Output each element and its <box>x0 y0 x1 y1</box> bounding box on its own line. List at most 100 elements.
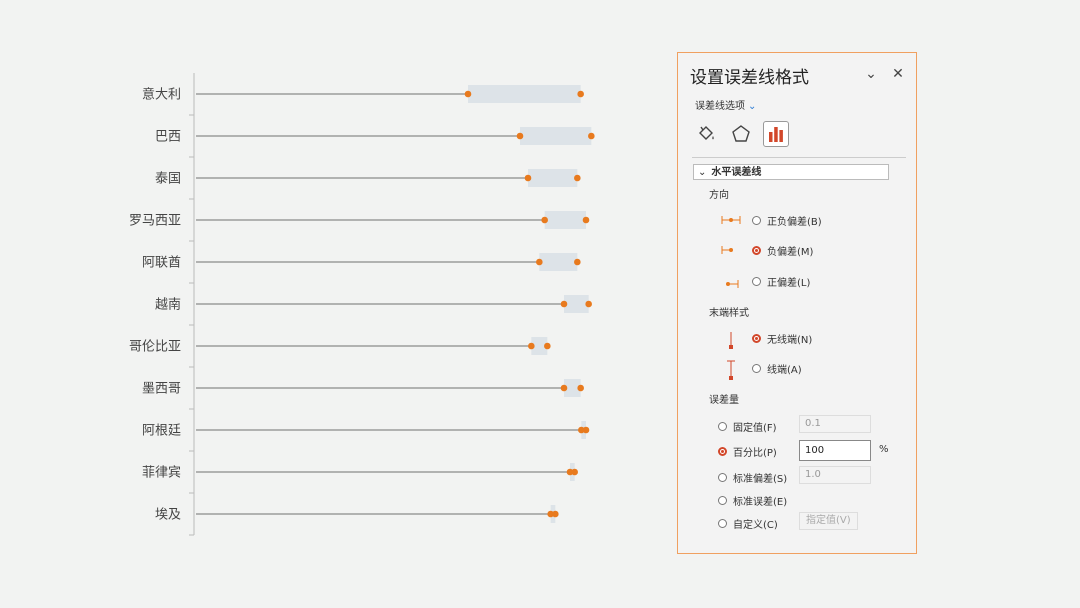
direction-minus-radio[interactable]: 负偏差(M) <box>752 243 813 258</box>
error-band <box>544 211 586 229</box>
standard-deviation-label: 标准偏差(S) <box>733 474 788 485</box>
radio-circle <box>752 216 761 225</box>
options-label: 误差线选项 <box>695 101 745 112</box>
error-band <box>531 337 548 355</box>
radio-circle <box>718 519 727 528</box>
direction-plus-label: 正偏差(L) <box>767 278 811 289</box>
category-label: 哥伦比亚 <box>129 340 181 355</box>
direction-both-radio[interactable]: 正负偏差(B) <box>752 213 822 228</box>
pane-title: 设置误差线格式 <box>690 68 809 88</box>
category-label: 巴西 <box>155 130 181 145</box>
radio-circle <box>752 277 761 286</box>
data-point-series-2 <box>544 342 551 350</box>
data-point-series-1 <box>541 216 548 224</box>
category-label: 埃及 <box>155 508 181 523</box>
bar-chart-icon <box>769 127 783 142</box>
radio-circle <box>752 364 761 373</box>
chevron-down-icon[interactable]: ⌄ <box>865 66 877 82</box>
data-point-series-2 <box>582 216 590 224</box>
radio-circle <box>718 422 727 431</box>
error-band <box>564 295 589 313</box>
chevron-down-icon: ⌄ <box>748 101 757 112</box>
standard-error-radio[interactable]: 标准误差(E) <box>718 493 787 508</box>
direction-label: 方向 <box>709 190 729 201</box>
both-direction-icon <box>721 216 741 224</box>
effects-tab[interactable] <box>728 121 754 147</box>
pentagon-icon <box>732 125 750 142</box>
percentage-label: 百分比(P) <box>733 448 777 459</box>
custom-label: 自定义(C) <box>733 520 778 531</box>
category-label: 菲律宾 <box>142 465 181 481</box>
data-point-series-2 <box>582 426 590 434</box>
custom-radio[interactable]: 自定义(C) <box>718 516 778 531</box>
category-label: 墨西哥 <box>142 382 181 397</box>
percent-unit: % <box>879 444 889 455</box>
horizontal-error-bar-section[interactable]: ⌄ 水平误差线 <box>693 164 889 180</box>
category-label: 泰国 <box>155 172 181 187</box>
radio-circle <box>718 496 727 505</box>
data-point-series-1 <box>528 342 535 350</box>
fixed-value-radio[interactable]: 固定值(F) <box>718 419 777 434</box>
format-error-bars-pane: 设置误差线格式 ⌄ ✕ 误差线选项⌄ ⌄水平误差线 方向 正负偏差(B) <box>677 52 917 554</box>
direction-both-label: 正负偏差(B) <box>767 217 822 228</box>
error-band <box>528 169 578 187</box>
fixed-value-input[interactable]: 0.1 <box>799 415 871 433</box>
error-bar-options-tab[interactable] <box>763 121 789 147</box>
cap-icon <box>727 360 735 380</box>
data-point-series-2 <box>577 384 584 392</box>
cap-label: 线端(A) <box>767 365 802 376</box>
category-label: 越南 <box>155 297 181 313</box>
divider <box>692 157 906 158</box>
radio-circle <box>752 334 761 343</box>
data-point-series-1 <box>566 468 574 476</box>
category-label: 罗马西亚 <box>129 214 181 229</box>
fixed-value-label: 固定值(F) <box>733 423 777 434</box>
percentage-radio[interactable]: 百分比(P) <box>718 444 777 459</box>
direction-plus-radio[interactable]: 正偏差(L) <box>752 274 810 289</box>
data-point-series-2 <box>574 258 581 266</box>
plus-direction-icon <box>726 280 739 288</box>
percentage-input[interactable]: 100 <box>799 440 871 461</box>
fill-line-tab[interactable] <box>693 121 719 147</box>
category-label: 意大利 <box>142 87 181 103</box>
specify-value-button[interactable]: 指定值(V) <box>799 512 858 530</box>
error-band <box>564 379 581 397</box>
error-amount-label: 误差量 <box>709 395 739 406</box>
close-icon[interactable]: ✕ <box>892 66 904 82</box>
data-point-series-1 <box>547 510 554 518</box>
radio-circle <box>718 447 727 456</box>
no-cap-label: 无线端(N) <box>767 335 813 346</box>
end-no-cap-radio[interactable]: 无线端(N) <box>752 331 812 346</box>
data-point-series-2 <box>552 510 559 518</box>
data-point-series-2 <box>585 300 592 308</box>
data-point-series-1 <box>560 300 568 308</box>
category-label: 阿根廷 <box>142 424 181 439</box>
minus-direction-icon <box>721 246 733 254</box>
chevron-down-icon: ⌄ <box>698 167 707 178</box>
data-point-series-1 <box>524 174 532 182</box>
standard-deviation-input[interactable]: 1.0 <box>799 466 871 484</box>
paint-bucket-icon <box>699 126 714 140</box>
data-point-series-1 <box>578 426 585 434</box>
error-bar-options-dropdown[interactable]: 误差线选项⌄ <box>695 97 756 112</box>
data-point-series-2 <box>571 468 578 476</box>
end-style-label: 末端样式 <box>709 308 749 319</box>
radio-circle <box>718 473 727 482</box>
data-point-series-2 <box>574 174 581 182</box>
end-cap-radio[interactable]: 线端(A) <box>752 361 802 376</box>
section-title: 水平误差线 <box>711 167 762 178</box>
standard-error-label: 标准误差(E) <box>733 497 788 508</box>
data-point-series-2 <box>588 132 595 140</box>
radio-circle <box>752 246 761 255</box>
standard-deviation-radio[interactable]: 标准偏差(S) <box>718 470 787 485</box>
data-point-series-1 <box>516 132 524 140</box>
direction-minus-label: 负偏差(M) <box>767 247 814 258</box>
data-point-series-1 <box>464 90 472 98</box>
error-band <box>468 85 581 103</box>
error-band <box>539 253 578 271</box>
no-cap-icon <box>729 332 733 349</box>
error-band <box>520 127 592 145</box>
data-point-series-1 <box>560 384 568 392</box>
category-label: 阿联酋 <box>142 255 181 271</box>
